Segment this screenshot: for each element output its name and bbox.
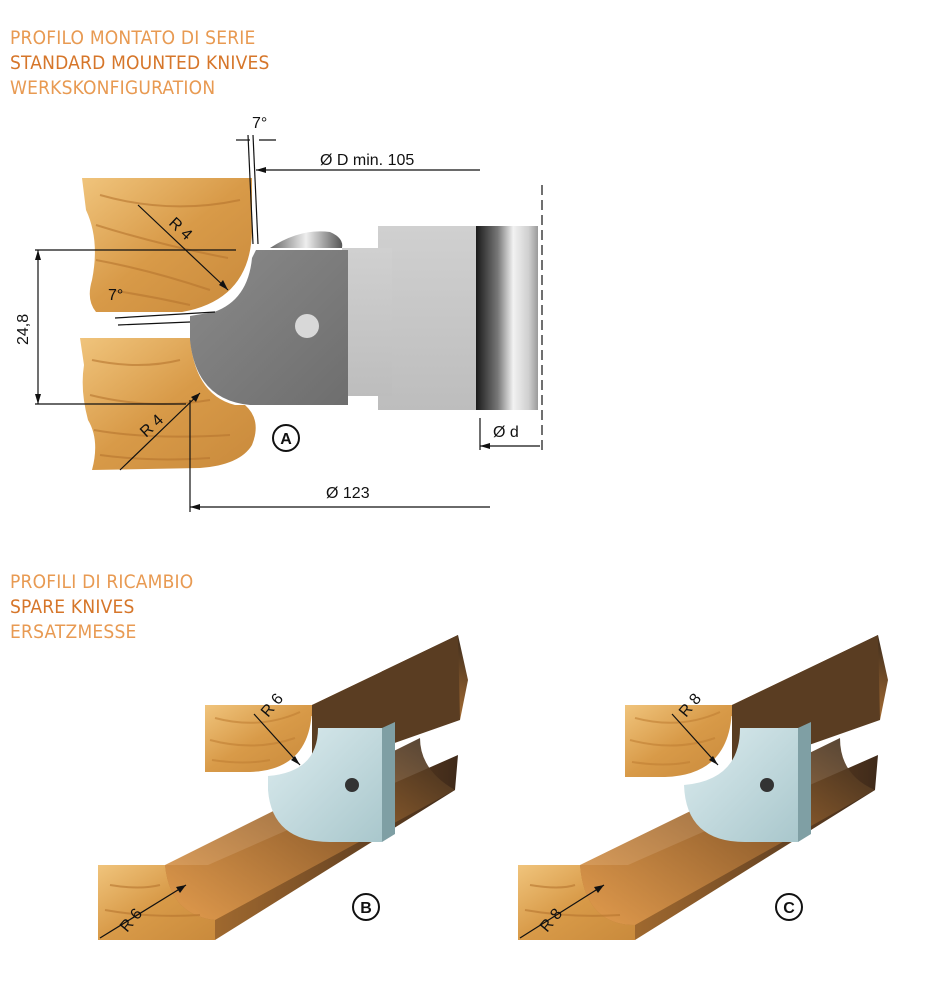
workpiece-upper (82, 178, 252, 312)
label-b: B (360, 900, 372, 917)
header-top-en: STANDARD MOUNTED KNIVES (10, 52, 270, 74)
angle-mid-label: 7° (108, 287, 123, 304)
angle-top-label: 7° (252, 115, 267, 132)
bore-label: Ø d (493, 424, 519, 441)
label-b-circle: B (352, 893, 380, 921)
height-label: 24,8 (15, 314, 32, 345)
label-a: A (280, 431, 292, 448)
label-c-circle: C (775, 893, 803, 921)
header-top-de: WERKSKONFIGURATION (10, 77, 216, 99)
header-spare-knives: PROFILI DI RICAMBIO SPARE KNIVES ERSATZM… (10, 570, 193, 645)
label-c: C (783, 900, 795, 917)
d-min-label: Ø D min. 105 (320, 152, 414, 169)
label-a-circle: A (272, 424, 300, 452)
spare-knife-b (98, 635, 468, 940)
diameter-label: Ø 123 (326, 485, 370, 502)
header-top-it: PROFILO MONTATO DI SERIE (10, 27, 256, 49)
bearing-icon (270, 231, 343, 248)
header-bottom-de: ERSATZMESSE (10, 621, 137, 643)
header-standard-knives: PROFILO MONTATO DI SERIE STANDARD MOUNTE… (10, 26, 270, 101)
header-bottom-en: SPARE KNIVES (10, 596, 135, 618)
header-bottom-it: PROFILI DI RICAMBIO (10, 571, 194, 593)
cutter-body (270, 226, 538, 410)
spare-knife-c (518, 635, 888, 940)
knife-a (190, 250, 348, 405)
dimension-lines (35, 134, 543, 512)
cutter-shaft (476, 226, 538, 410)
dimension-arrows (35, 167, 490, 510)
